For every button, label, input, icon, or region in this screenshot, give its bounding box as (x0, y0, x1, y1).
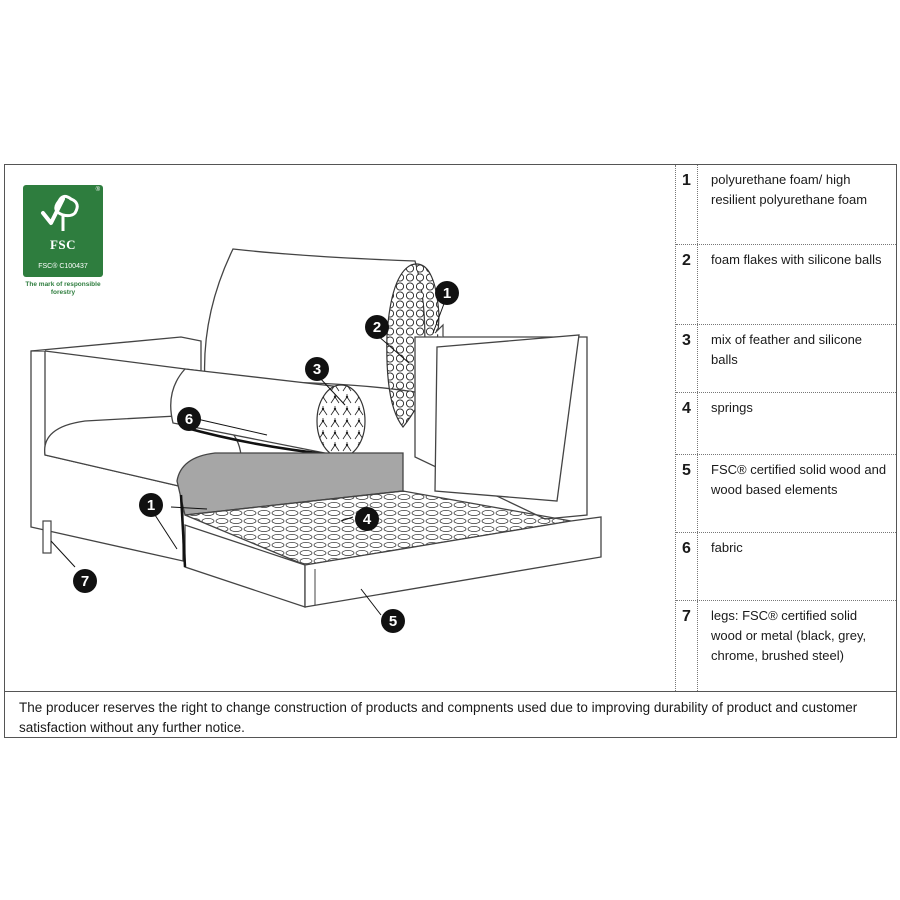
legend-row-1: 1 polyurethane foam/ high resilient poly… (676, 165, 896, 245)
registered-mark: ® (95, 187, 100, 193)
legend-row-6: 6 fabric (676, 533, 896, 601)
leader-lines (50, 300, 446, 616)
legend-row-5: 5 FSC® certified solid wood and wood bas… (676, 455, 896, 533)
legend-number: 6 (676, 533, 698, 600)
callout-1-seat: 1 (139, 493, 163, 517)
legend-row-7: 7 legs: FSC® certified solid wood or met… (676, 601, 896, 691)
legend-description: springs (711, 400, 753, 415)
legend-row-2: 2 foam flakes with silicone balls (676, 245, 896, 325)
legend-number: 3 (676, 325, 698, 392)
svg-text:4: 4 (363, 511, 372, 528)
svg-text:5: 5 (389, 613, 397, 630)
callout-3: 3 (305, 357, 329, 381)
svg-text:2: 2 (373, 319, 381, 336)
svg-text:3: 3 (313, 361, 321, 378)
callout-2: 2 (365, 315, 389, 339)
legend-description: FSC® certified solid wood and wood based… (711, 462, 887, 497)
legend-number: 7 (676, 601, 698, 691)
callout-1-top: 1 (435, 281, 459, 305)
svg-text:1: 1 (147, 497, 155, 514)
fsc-license-code: FSC® C100437 (38, 263, 88, 270)
legend-description: legs: FSC® certified solid wood or metal… (711, 608, 867, 663)
legend-number: 2 (676, 245, 698, 324)
legend-number: 5 (676, 455, 698, 532)
bolster-pillow (170, 368, 366, 458)
sofa-cutaway-illustration: 1 2 3 4 5 6 7 (30, 248, 602, 633)
svg-text:7: 7 (81, 573, 89, 590)
callout-6: 6 (177, 407, 201, 431)
fsc-tagline: The mark of responsible forestry (25, 281, 101, 296)
fsc-tree-icon (41, 194, 79, 231)
leg-shape (42, 520, 52, 554)
legend-description: fabric (711, 540, 743, 555)
construction-sheet: 1 2 3 4 5 6 7 (4, 164, 897, 738)
legend-row-4: 4 springs (676, 393, 896, 455)
legend-row-3: 3 mix of feather and silicone balls (676, 325, 896, 393)
legend-description: polyurethane foam/ high resilient polyur… (711, 172, 868, 207)
callout-4: 4 (355, 507, 379, 531)
disclaimer-footer: The producer reserves the right to chang… (5, 691, 896, 737)
callout-5: 5 (381, 609, 405, 633)
legend-number: 4 (676, 393, 698, 454)
callout-7: 7 (73, 569, 97, 593)
sofa-diagram-area: 1 2 3 4 5 6 7 (5, 165, 676, 691)
legend-table: 1 polyurethane foam/ high resilient poly… (676, 165, 896, 691)
legend-description: foam flakes with silicone balls (711, 252, 882, 267)
seat-foam (176, 452, 404, 516)
legend-description: mix of feather and silicone balls (711, 332, 863, 367)
svg-text:1: 1 (443, 285, 451, 302)
disclaimer-text: The producer reserves the right to chang… (19, 700, 858, 735)
fsc-logo: ® FSC FSC® C100437 (23, 185, 103, 277)
legend-number: 1 (676, 165, 698, 244)
fsc-name: FSC (49, 237, 77, 252)
svg-text:6: 6 (185, 411, 193, 428)
right-frame (414, 323, 588, 520)
wood-base (179, 494, 602, 608)
